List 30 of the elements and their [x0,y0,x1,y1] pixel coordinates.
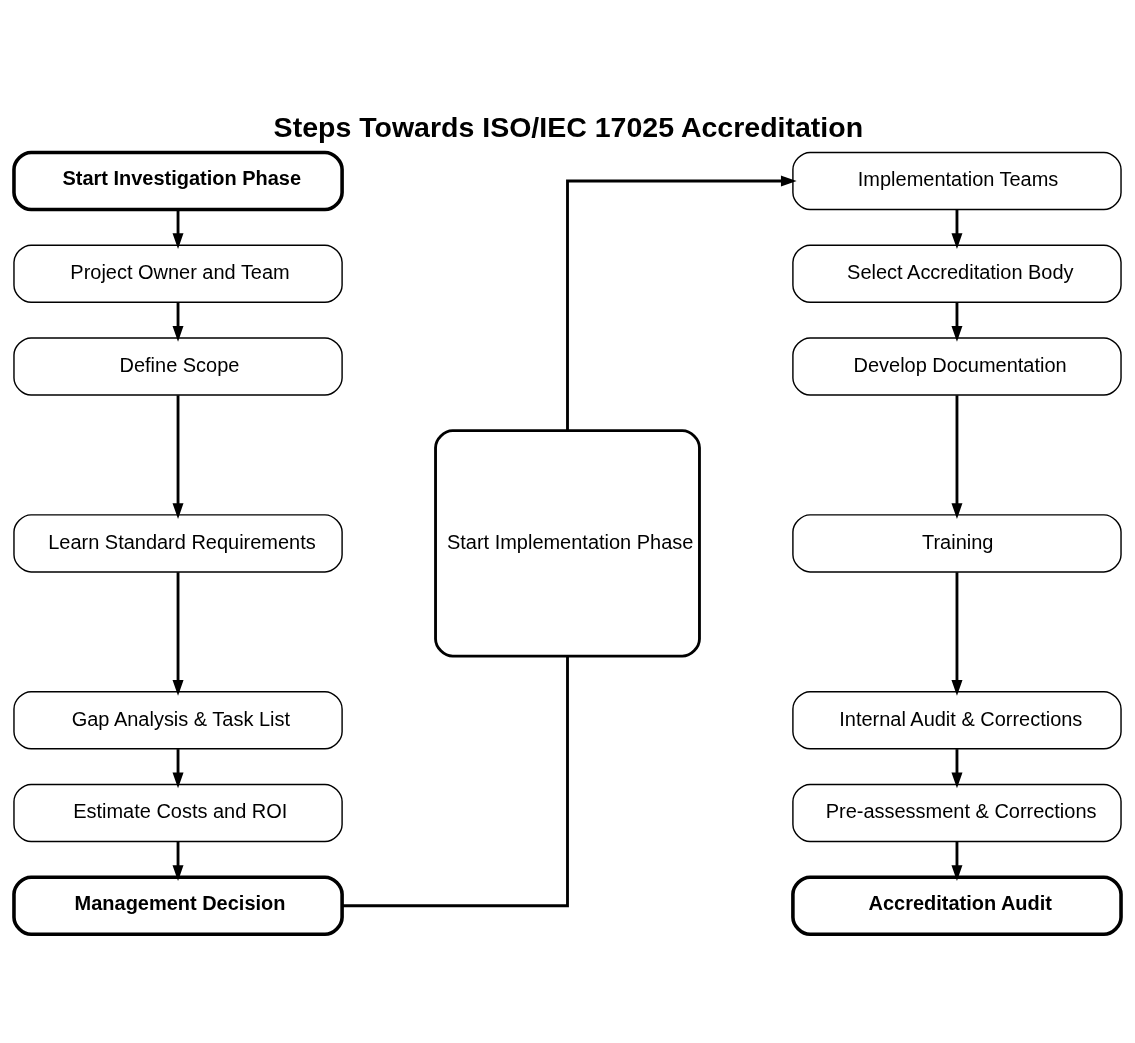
node-box: Learn Standard Requirements [13,513,343,573]
arrow [566,175,797,430]
arrow [172,571,184,696]
arrow [172,841,184,881]
node-box: Training [792,513,1122,573]
diagram-title: Steps Towards ISO/IEC 17025 Accreditation [273,110,864,143]
arrow [951,841,963,881]
node-box: Start Implementation Phase [434,428,701,658]
node-box: Define Scope [13,336,343,396]
node-box: Management Decision [12,874,344,936]
node-box: Gap Analysis & Task List [13,690,343,750]
arrow [951,394,963,519]
arrow [172,394,184,519]
arrow [951,571,963,696]
node-box: Develop Documentation [792,336,1122,396]
node-box: Start Investigation Phase [12,150,344,211]
connector [342,656,569,907]
node-box: Internal Audit & Corrections [792,690,1122,750]
node-box: Project Owner and Team [13,244,343,303]
node-box: Pre-assessment & Corrections [792,783,1122,842]
arrow [951,209,963,249]
arrow [951,302,963,342]
node-box: Select Accreditation Body [792,244,1122,303]
node-box: Estimate Costs and ROI [13,783,343,842]
node-box: Accreditation Audit [791,874,1123,936]
node-box: Implementation Teams [792,151,1122,210]
arrow [172,302,184,342]
arrow [172,748,184,788]
arrow [172,209,184,249]
arrow [951,748,963,788]
